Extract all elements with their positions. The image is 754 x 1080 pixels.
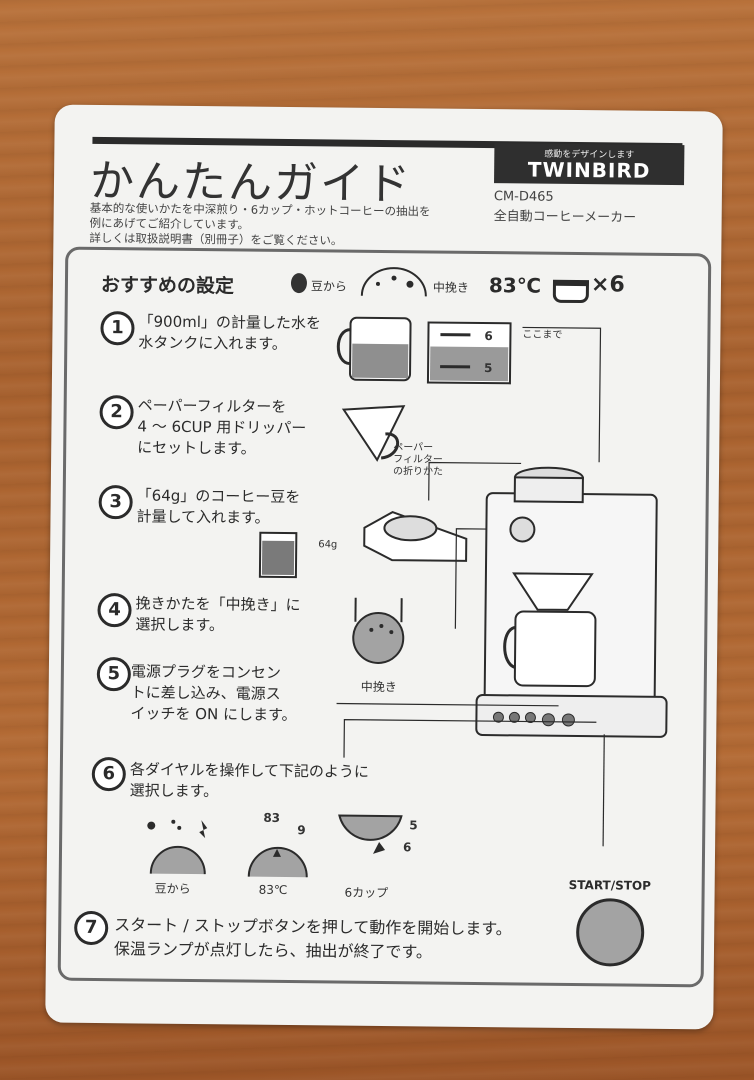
grind-arc-icon [360,267,427,297]
dial-cup-label: 6カップ [344,885,389,901]
dial-temp-9: 9 [297,823,306,838]
bean-hopper-detail [363,510,468,562]
step-number-6: 6 [91,756,126,792]
water-pitcher-icon [336,316,412,382]
step-number-7: 7 [74,910,109,946]
dial-temp-label: 83℃ [258,882,288,898]
step-5-text: 電源プラグをコンセン トに差し込み、電源ス イッチを ON にします。 [130,662,297,725]
step-6-text: 各ダイヤルを操作して下記のように 選択します。 [129,760,370,801]
start-stop-label: START/STOP [568,877,652,893]
bean-cup-icon [258,531,298,579]
paper-filter-icon [341,405,406,462]
dial-bean-label: 豆から [154,881,191,896]
dial-temp-83: 83 [263,810,281,825]
start-stop-button [575,898,645,967]
grind-dial-icon [352,597,405,664]
step-7-text: スタート / ストップボタンを押して動作を開始します。 保温ランプが点灯したら、… [113,915,512,962]
cup-dial-icon [338,814,403,854]
dial-cup-5: 5 [409,818,418,833]
bean-dial-icon [147,819,208,875]
step-number-5: 5 [96,657,132,692]
leader-lines [336,326,605,847]
temp-dial-icon [247,846,308,878]
guide-card: かんたんガイド 基本的な使いかたを中深煎り・6カップ・ホットコーヒーの抽出を 例… [45,104,723,1030]
dial-cup-6: 6 [402,840,412,855]
water-level-detail [426,321,512,385]
